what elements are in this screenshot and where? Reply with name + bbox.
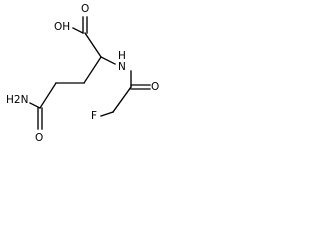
carboxyl-oxygen-label: O [81, 3, 89, 15]
bond-ch2f-to-fluorine [100, 111, 114, 117]
bond-alpha-to-nitrogen [100, 56, 116, 65]
bond-carboxyl-oh [72, 27, 84, 34]
hydroxyl-label: OH [54, 21, 70, 33]
amide-hydrogen-label: H [118, 50, 126, 62]
fluorine-label: F [91, 110, 97, 122]
amide-nitrogen-label: N [118, 61, 126, 73]
bond-amide-carbon-to-nh2 [29, 102, 41, 109]
molecule-structure: OH O N H O F H2N O [6, 3, 159, 144]
bond-alpha-to-beta [83, 56, 102, 84]
bond-carboxyl-to-alpha [84, 32, 102, 58]
structure-canvas: OH O N H O F H2N O [0, 0, 176, 149]
amino-group-label: H2N [6, 94, 28, 106]
bond-acyl-to-ch2f [112, 86, 132, 113]
fluoroacetyl-oxygen-label: O [151, 81, 159, 93]
amide-oxygen-label: O [35, 132, 43, 144]
bond-gamma-to-amide-carbon [39, 82, 57, 109]
